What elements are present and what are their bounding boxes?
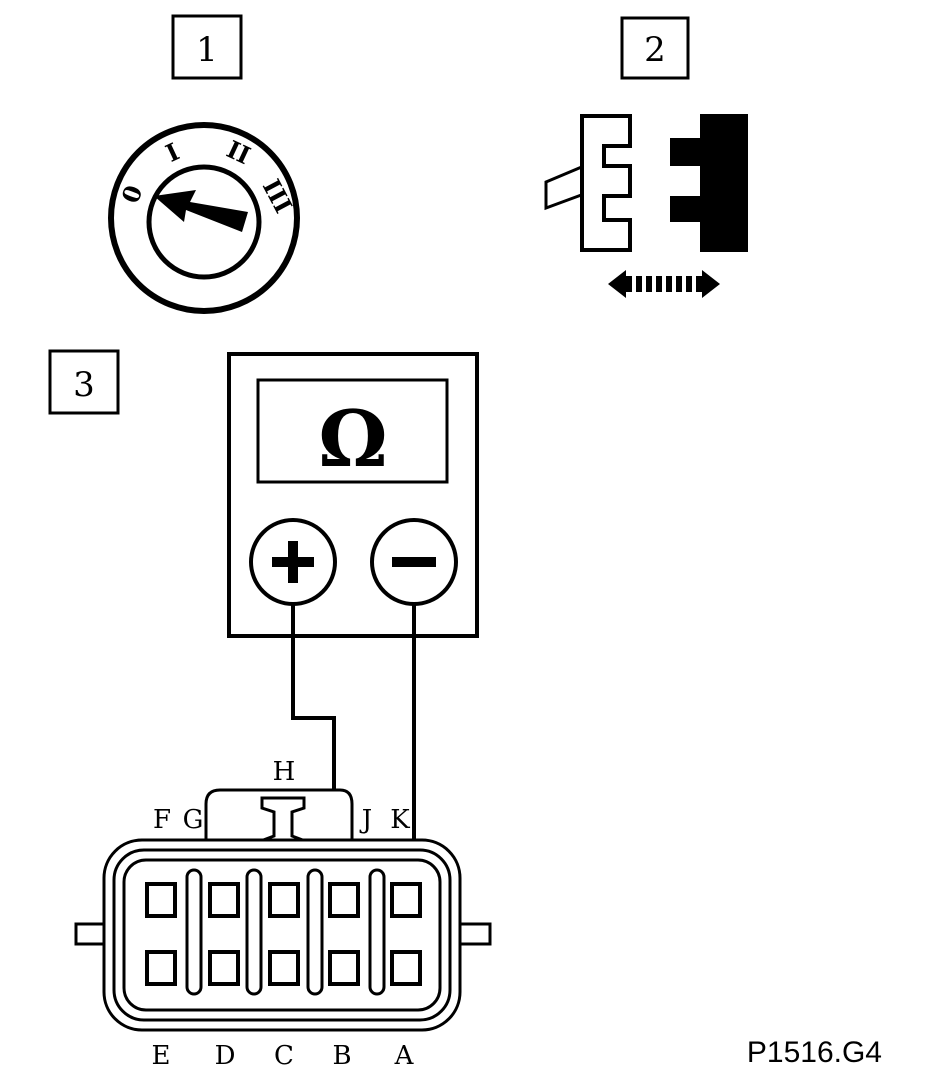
connector-plug-half bbox=[580, 114, 632, 252]
pin-label-g: G bbox=[183, 805, 204, 835]
pin-label-d: D bbox=[215, 1041, 236, 1071]
ohmmeter-display bbox=[256, 378, 449, 484]
figure-code: P1516.G4 bbox=[747, 1036, 882, 1069]
pin-label-b: B bbox=[332, 1041, 351, 1071]
step-1-box: 1 bbox=[171, 14, 243, 80]
pin-f bbox=[145, 882, 177, 918]
minus-icon bbox=[392, 557, 436, 567]
step-1-number: 1 bbox=[196, 30, 218, 70]
step-2-number: 2 bbox=[644, 30, 666, 70]
ohmmeter: Ω bbox=[227, 352, 479, 638]
step-3-number: 3 bbox=[73, 365, 95, 405]
pin-c bbox=[268, 950, 300, 986]
step-3-box: 3 bbox=[48, 349, 120, 415]
pin-e bbox=[145, 950, 177, 986]
ten-pin-connector bbox=[74, 788, 492, 1032]
pin-label-c: C bbox=[274, 1041, 294, 1071]
connector-disconnect-icon bbox=[544, 114, 748, 298]
ohm-symbol: Ω bbox=[318, 394, 387, 485]
pin-label-j: J bbox=[359, 805, 372, 835]
ignition-switch-icon: 0 I II III bbox=[108, 122, 300, 314]
pin-b bbox=[328, 950, 360, 986]
pin-j bbox=[328, 882, 360, 918]
key-pointer-icon bbox=[154, 190, 248, 232]
pin-g bbox=[208, 882, 240, 918]
pin-label-f: F bbox=[153, 805, 171, 835]
pin-k bbox=[390, 882, 422, 918]
pin-label-h: H bbox=[273, 757, 296, 787]
step-2-box: 2 bbox=[620, 16, 690, 80]
pin-label-k: K bbox=[390, 805, 410, 835]
pin-d bbox=[208, 950, 240, 986]
pin-label-e: E bbox=[152, 1041, 171, 1071]
connector-socket-half bbox=[670, 114, 748, 252]
pin-label-a: A bbox=[394, 1041, 415, 1071]
pin-a bbox=[390, 950, 422, 986]
pin-h bbox=[268, 882, 300, 918]
double-arrow-icon bbox=[608, 270, 720, 298]
